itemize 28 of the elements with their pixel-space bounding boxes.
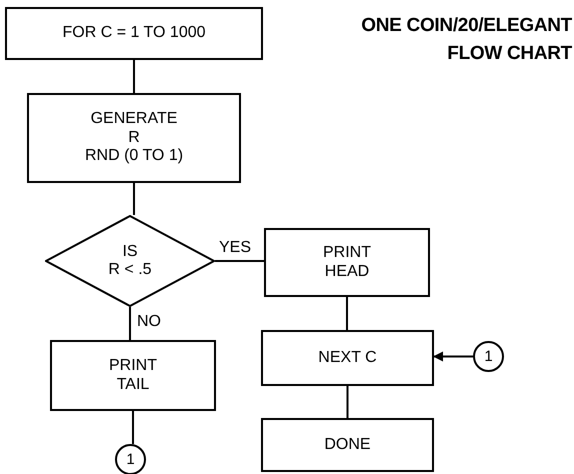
process-box — [50, 340, 216, 411]
node-text: 1 — [484, 348, 493, 366]
process-box — [264, 228, 430, 297]
node-text: 1 — [126, 450, 135, 468]
diagram-title: ONE COIN/20/ELEGANT FLOW CHART — [360, 14, 572, 66]
connector-line — [133, 60, 135, 93]
node-text: NEXT C — [318, 348, 377, 368]
node-text: GENERATE — [90, 110, 178, 129]
node-text: DONE — [324, 436, 371, 454]
process-box — [261, 330, 434, 386]
node-text: RND (0 TO 1) — [84, 147, 184, 166]
connector-line — [133, 183, 135, 215]
process-box — [5, 7, 263, 60]
process-box — [261, 418, 434, 472]
connector-line — [346, 297, 348, 330]
node-text: PRINT TAIL — [108, 357, 158, 394]
process-box — [27, 93, 241, 183]
arrow — [433, 352, 473, 362]
decision-diamond — [45, 215, 215, 307]
connector-line — [215, 260, 264, 262]
node-text: IS — [122, 242, 138, 261]
node-text: PRINT HEAD — [322, 244, 372, 281]
node-text: FOR C = 1 TO 1000 — [62, 24, 206, 43]
connector-line — [132, 411, 134, 444]
connector-line — [346, 386, 348, 418]
node-text: R < .5 — [108, 261, 152, 280]
connector-line — [129, 307, 131, 340]
node-text: R — [128, 128, 140, 148]
